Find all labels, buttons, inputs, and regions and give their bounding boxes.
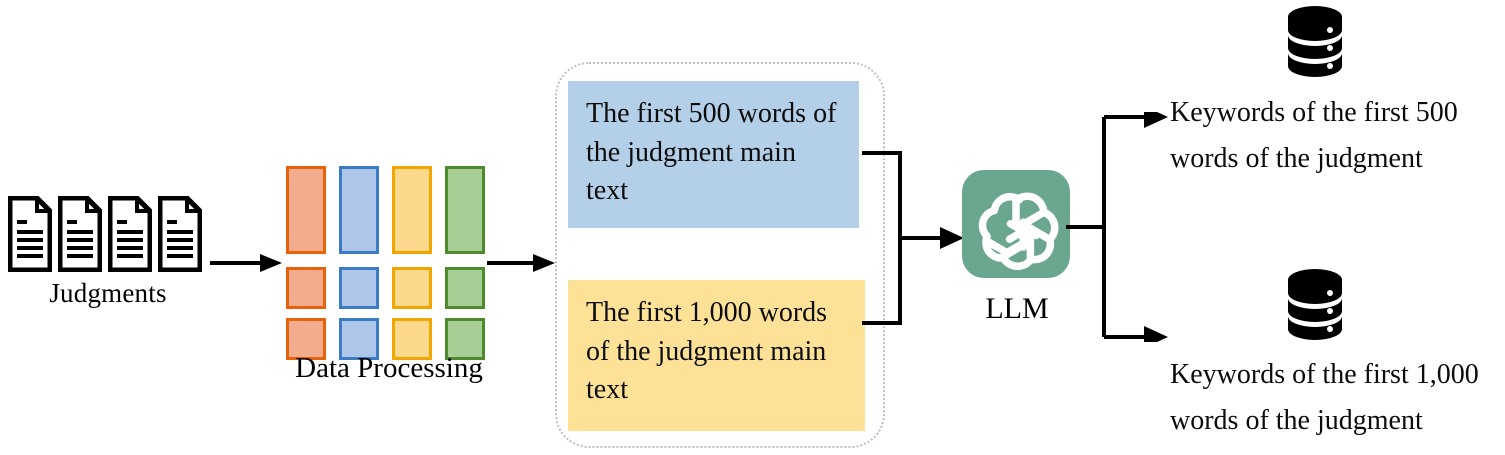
data-processing-label: Data Processing — [295, 352, 483, 384]
database-icon — [1272, 265, 1358, 351]
grid-cell — [339, 166, 379, 254]
document-icon — [158, 196, 202, 272]
document-icon — [58, 196, 102, 272]
grid-cell — [286, 166, 326, 254]
llm-label: LLM — [985, 292, 1049, 325]
openai-logo-icon — [962, 170, 1070, 278]
prompt-box-1000-words: The first 1,000 words of the judgment ma… — [568, 280, 865, 431]
grid-cell — [286, 318, 326, 360]
data-processing-grid — [286, 166, 486, 360]
judgments-icon-group — [8, 196, 203, 272]
output-label-1000-words: Keywords of the first 1,000 words of the… — [1170, 359, 1479, 437]
document-icon — [8, 196, 52, 272]
grid-cell — [392, 267, 432, 309]
grid-cell — [286, 267, 326, 309]
grid-cell — [392, 318, 432, 360]
grid-cell — [445, 166, 485, 254]
document-icon — [108, 196, 152, 272]
prompt-box-500-words: The first 500 words of the judgment main… — [568, 81, 859, 228]
arrow-right-icon — [210, 252, 284, 274]
grid-cell — [445, 318, 485, 360]
split-arrow-icon — [1066, 112, 1174, 342]
output-label-500-words: Keywords of the first 500 words of the j… — [1170, 97, 1458, 175]
grid-cell — [445, 267, 485, 309]
grid-cell — [392, 166, 432, 254]
grid-cell — [339, 267, 379, 309]
grid-cell — [339, 318, 379, 360]
merge-arrow-icon — [862, 148, 966, 328]
judgments-label: Judgments — [49, 278, 167, 308]
prompt-group-container — [555, 62, 885, 448]
arrow-right-icon — [487, 252, 557, 274]
database-icon — [1272, 2, 1358, 88]
